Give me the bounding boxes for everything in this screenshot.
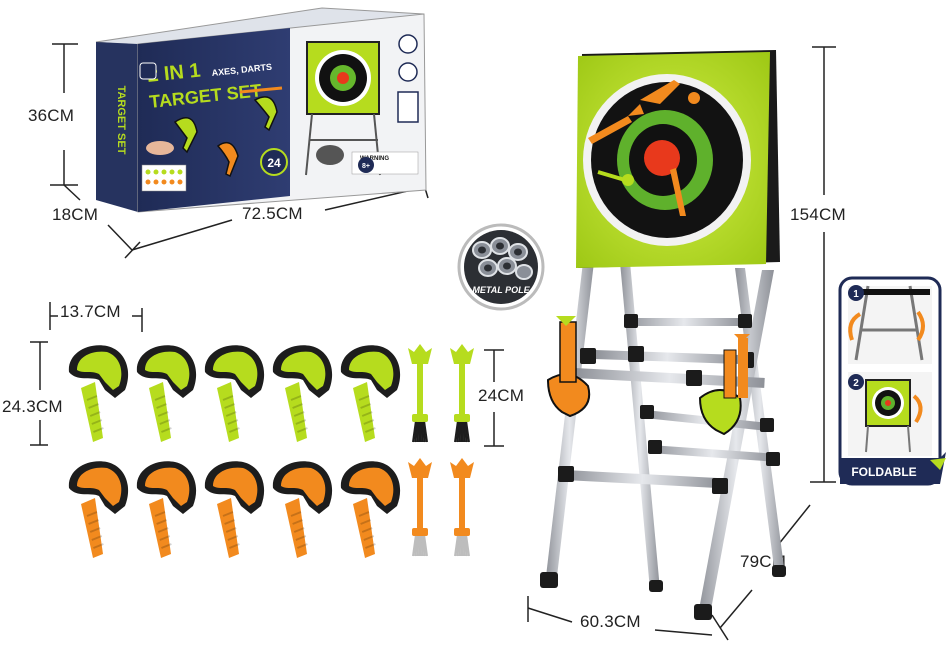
orange-dart-2 (450, 458, 474, 557)
orange-axe-2 (136, 461, 197, 558)
axe-width-label: 13.7CM (60, 302, 121, 321)
box-badge: 24 (267, 156, 281, 170)
green-axe-4 (272, 345, 333, 442)
svg-text:TARGET SET: TARGET SET (115, 86, 127, 155)
orange-axe-4 (272, 461, 333, 558)
stand-height-label: 154CM (790, 205, 846, 224)
green-dart-2 (450, 344, 474, 443)
green-axe-2 (136, 345, 197, 442)
metal-pole-badge: METAL POLE (457, 223, 545, 311)
green-axe-3 (204, 345, 265, 442)
darts-collection (408, 344, 474, 557)
box-depth-label: 18CM (52, 205, 99, 224)
box-width-label: 72.5CM (242, 204, 303, 223)
foldable-label: FOLDABLE (851, 465, 916, 479)
green-axe-1 (68, 345, 129, 442)
box-age: 8+ (362, 163, 370, 170)
green-dart-1 (408, 344, 432, 443)
target-stand (540, 50, 786, 620)
axes-collection (68, 345, 401, 558)
dart-height-label: 24CM (478, 386, 525, 405)
orange-axe-1 (68, 461, 129, 558)
fold-step2: 2 (853, 378, 859, 389)
orange-axe-3 (204, 461, 265, 558)
box-warning: WARNING (360, 156, 389, 162)
box-height-label: 36CM (28, 106, 75, 125)
fold-step1: 1 (853, 289, 859, 300)
product-box: TARGET SET 2 IN 1 AXES, DARTS TARGET SET… (95, 7, 427, 213)
axe-height-label: 24.3CM (2, 397, 63, 416)
foldable-panel: 1 2 FOLDABLE (838, 276, 946, 486)
green-axe-5 (340, 345, 401, 442)
orange-axe-5 (340, 461, 401, 558)
stand-width-label: 60.3CM (580, 612, 641, 631)
metal-pole-label: METAL POLE (472, 285, 530, 295)
orange-dart-1 (408, 458, 432, 557)
